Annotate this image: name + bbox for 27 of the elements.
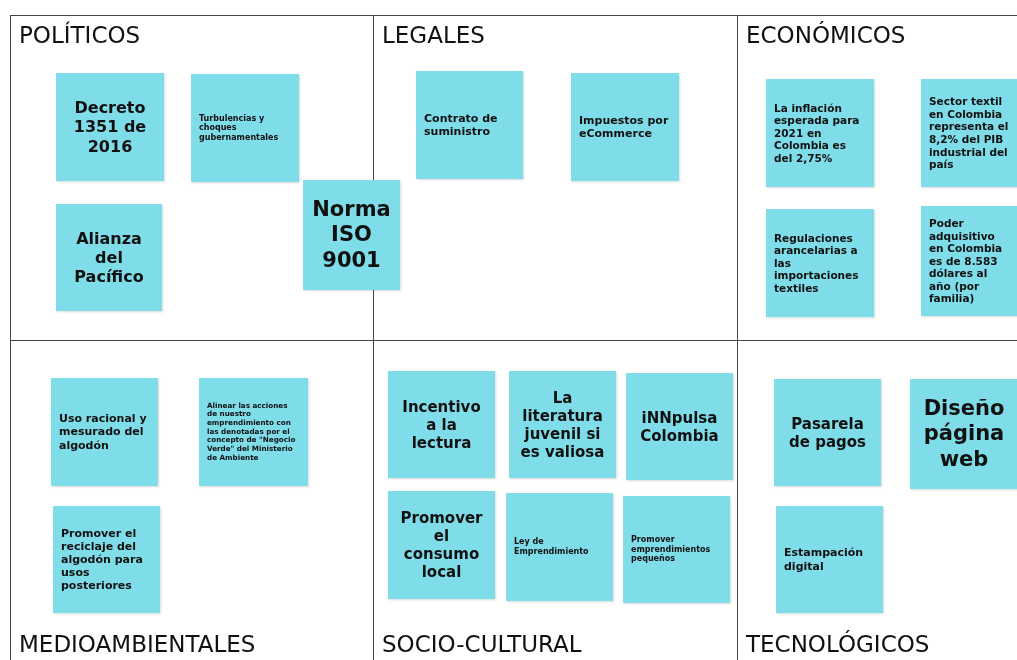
sticky-note: La literatura juvenil si es valiosa xyxy=(509,371,616,478)
sticky-note: Norma ISO 9001 xyxy=(303,180,400,290)
sticky-note: Alianza del Pacífico xyxy=(56,204,162,311)
sticky-note: Promover el reciclaje del algodón para usos posteriores xyxy=(53,506,160,613)
sticky-note: Diseño página web xyxy=(910,379,1017,489)
panel-heading: SOCIO-CULTURAL xyxy=(382,631,582,657)
sticky-note: La inflación esperada para 2021 en Colombia es del 2,75% xyxy=(766,79,874,187)
sticky-note: Promover el consumo local xyxy=(388,491,495,599)
sticky-note: Pasarela de pagos xyxy=(774,379,881,486)
sticky-note: Uso racional y mesurado del algodón xyxy=(51,378,158,486)
panel-heading: POLÍTICOS xyxy=(19,22,141,48)
sticky-note: Estampación digital xyxy=(776,506,883,613)
panel-heading: ECONÓMICOS xyxy=(746,22,906,48)
sticky-note: Decreto 1351 de 2016 xyxy=(56,73,164,181)
sticky-note: Turbulencias y choques gubernamentales xyxy=(191,74,299,182)
panel-heading: TECNOLÓGICOS xyxy=(746,631,930,657)
sticky-note: Sector textil en Colombia representa el 8,2% del PIB industrial del país xyxy=(921,79,1017,187)
sticky-note: Ley de Emprendimiento xyxy=(506,493,613,601)
sticky-note: Impuestos por eCommerce xyxy=(571,73,679,181)
panel-heading: MEDIOAMBIENTALES xyxy=(19,631,256,657)
panel-heading: LEGALES xyxy=(382,22,485,48)
sticky-note: Poder adquisitivo en Colombia es de 8.583 dólares al año (por familia) xyxy=(921,206,1017,316)
sticky-note: Regulaciones arancelarias a las importaciones textiles xyxy=(766,209,874,317)
sticky-note: Incentivo a la lectura xyxy=(388,371,495,478)
sticky-note: Contrato de suministro xyxy=(416,71,523,179)
sticky-note: Promover emprendimientos pequeños xyxy=(623,496,730,603)
sticky-note: iNNpulsa Colombia xyxy=(626,373,733,480)
